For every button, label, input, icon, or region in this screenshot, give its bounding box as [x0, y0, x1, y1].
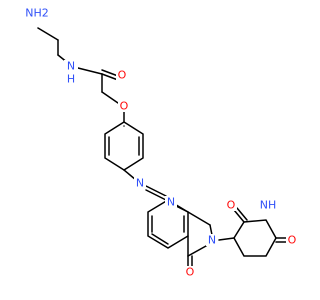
atom-amine-label: NH2 — [25, 7, 49, 20]
bond-ch2-lactam — [187, 211, 211, 226]
atom-azo-n2: N — [165, 196, 177, 209]
atom-lactam-o-label: O — [186, 266, 195, 279]
atom-imide-o2: O — [286, 234, 298, 247]
atom-amide-h-label: H — [67, 73, 75, 86]
bond-imide-co-1b — [236, 207, 248, 221]
atom-ether-o-label: O — [120, 100, 129, 113]
atom-imide-o1: O — [225, 199, 237, 212]
atom-imide-n-label: NH — [260, 199, 277, 212]
atom-azo-n1: N — [134, 177, 146, 190]
atom-amide-n-label: N — [67, 60, 75, 73]
structure-svg: NH2 N H O O N N N O NH O O — [24, 6, 298, 279]
atom-amine: NH2 — [24, 6, 50, 20]
bond-n-co — [187, 245, 207, 257]
atom-ether-o: O — [118, 100, 130, 113]
bond-ch2-n — [209, 224, 213, 236]
atom-lactam-o: O — [184, 266, 196, 279]
bond-benzene-double-3 — [151, 233, 169, 245]
bond-nh-carbonyl — [77, 67, 103, 75]
bond-carbonyl-o-2 — [101, 69, 119, 77]
bond-phenyl-ring — [104, 121, 144, 171]
atom-amide-o-label: O — [118, 69, 127, 82]
bond-glutarimide-ring — [233, 219, 277, 257]
atom-lactam-n: N — [206, 234, 218, 247]
bond-azo-2 — [145, 189, 167, 201]
atom-imide-o1-label: O — [227, 199, 236, 212]
atom-imide-o2-label: O — [288, 234, 297, 247]
bond-azo-1 — [145, 185, 167, 197]
atom-lactam-n-label: N — [208, 234, 216, 247]
atom-azo-n1-label: N — [136, 177, 144, 190]
bond-n-glutarimide — [218, 237, 235, 241]
bond-carbonyl-o-1 — [101, 73, 119, 81]
bond-ch2-o — [101, 91, 119, 104]
atom-imide-n: NH — [258, 199, 280, 212]
atom-azo-n2-label: N — [167, 196, 175, 209]
bond-amine-ch2 — [37, 27, 59, 41]
bond-imide-co-1a — [233, 209, 245, 223]
atom-amide-n: N H — [64, 60, 78, 86]
molecule-diagram: NH2 N H O O N N N O NH O O — [24, 6, 298, 279]
atom-amide-o: O — [116, 69, 128, 82]
